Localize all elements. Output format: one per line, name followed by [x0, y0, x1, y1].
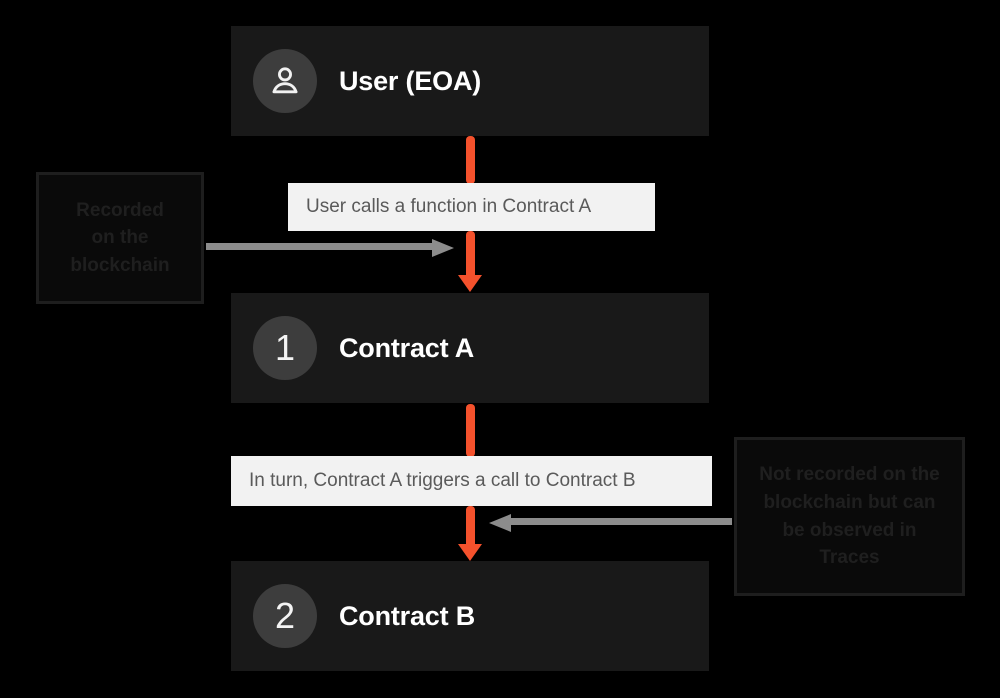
arrow-shaft — [466, 136, 475, 184]
arrow-head-down-icon — [458, 275, 482, 292]
step-number-badge-1: 1 — [253, 316, 317, 380]
flow-arrow-user-to-contract-a — [458, 231, 482, 293]
arrow-head-left-icon — [489, 514, 511, 532]
caption-contract-a-calls-contract-b: In turn, Contract A triggers a call to C… — [231, 456, 712, 506]
caption-user-calls-contract-a: User calls a function in Contract A — [288, 183, 655, 231]
node-contract-b-label: Contract B — [339, 600, 476, 631]
flow-arrow-user-to-caption1 — [462, 136, 478, 184]
step-number-1: 1 — [274, 327, 296, 368]
annotation-right-line-3: be observed in — [782, 519, 917, 541]
annotation-left-line-3: blockchain — [70, 254, 170, 276]
arrow-shaft — [466, 404, 475, 457]
node-contract-a[interactable]: 1 Contract A — [231, 293, 709, 403]
annotation-left-line-1: Recorded — [76, 199, 164, 221]
node-user[interactable]: User (EOA) — [231, 26, 709, 136]
arrow-shaft — [466, 506, 475, 545]
step-number-badge-2: 2 — [253, 584, 317, 648]
connector-arrow-left-to-flow — [206, 239, 456, 257]
person-icon — [267, 63, 303, 99]
annotation-left-text: Recorded on the blockchain — [70, 197, 169, 280]
connector-arrow-right-to-flow — [489, 514, 732, 532]
annotation-not-recorded-traces: Not recorded on the blockchain but can b… — [734, 437, 965, 596]
arrow-shaft — [466, 231, 475, 276]
annotation-left-line-2: on the — [91, 227, 149, 249]
connector-shaft — [206, 243, 434, 250]
annotation-right-text: Not recorded on the blockchain but can b… — [759, 461, 940, 571]
node-contract-b[interactable]: 2 Contract B — [231, 561, 709, 671]
node-user-label: User (EOA) — [339, 65, 482, 96]
connector-shaft — [511, 518, 732, 525]
user-avatar-badge — [253, 49, 317, 113]
flow-arrow-contract-a-to-caption2 — [462, 404, 478, 457]
arrow-head-down-icon — [458, 544, 482, 561]
annotation-right-line-1: Not recorded on the — [759, 464, 940, 486]
flow-arrow-contract-a-to-contract-b — [458, 506, 482, 562]
annotation-recorded-on-blockchain: Recorded on the blockchain — [36, 172, 204, 304]
annotation-right-line-4: Traces — [819, 547, 880, 569]
arrow-head-right-icon — [432, 239, 454, 257]
step-number-2: 2 — [274, 595, 296, 636]
node-contract-a-label: Contract A — [339, 332, 475, 363]
annotation-right-line-2: blockchain but can — [763, 491, 936, 513]
